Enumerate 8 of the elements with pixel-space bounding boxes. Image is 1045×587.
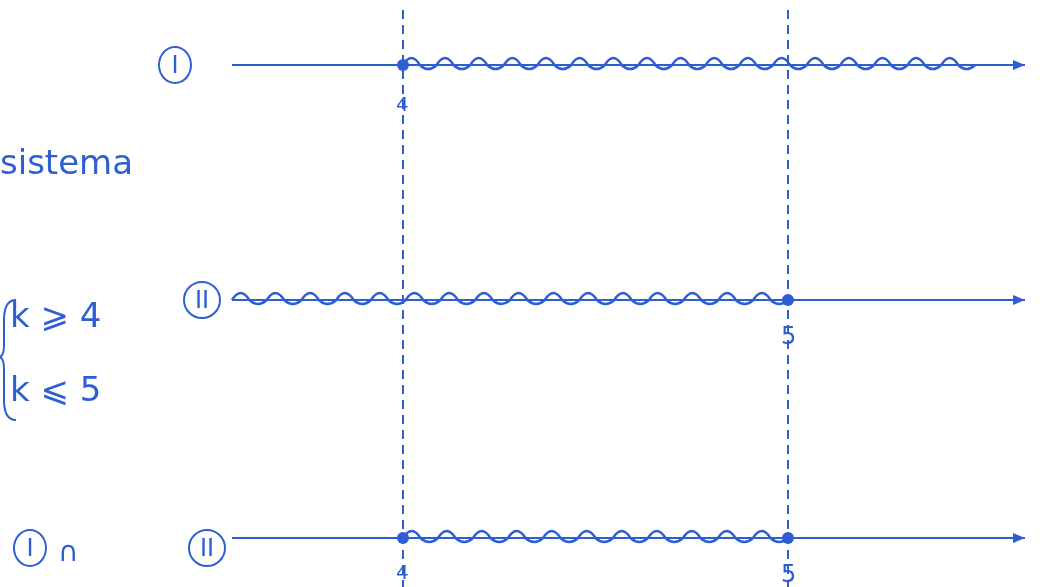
roman-numeral-circle: I — [158, 46, 192, 84]
text: sistema — [0, 145, 134, 179]
roman-numeral-circle: I — [13, 529, 47, 567]
inequality: k ⩾ 4 — [10, 298, 102, 332]
roman-numeral-circle: II — [183, 281, 221, 319]
inequality: k ⩽ 5 — [10, 372, 102, 406]
intersection-symbol: ∩ — [58, 538, 79, 566]
roman-numeral-circle: II — [188, 529, 226, 567]
